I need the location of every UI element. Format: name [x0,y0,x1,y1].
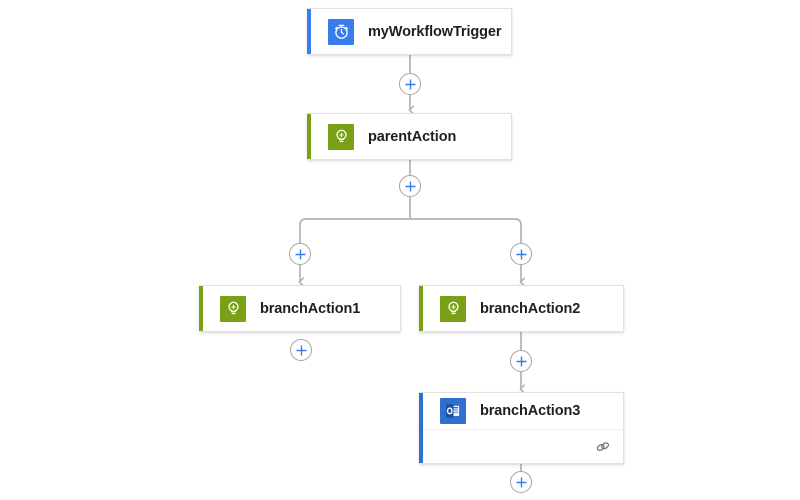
workflow-node-branchAction1[interactable]: branchAction1 [199,285,401,332]
workflow-node-parentAction[interactable]: parentAction [307,113,512,160]
node-header-row: branchAction2 [419,286,623,331]
timer-clock-icon [328,18,354,45]
node-title: branchAction1 [260,300,361,317]
control-lightbulb-icon [440,295,466,322]
node-header-row: branchAction1 [199,286,400,331]
add-step-button-after-branch-action2[interactable] [510,350,532,372]
node-accent-bar [419,393,423,463]
add-step-button-after-trigger[interactable] [399,73,421,95]
node-header-row: branchAction3 [419,393,623,429]
node-accent-bar [199,286,203,331]
node-title: parentAction [368,128,457,145]
node-header-row: parentAction [307,114,511,159]
add-step-button-after-branch-action1[interactable] [290,339,312,361]
control-lightbulb-icon [328,123,354,150]
node-accent-bar [307,114,311,159]
node-header-row: myWorkflowTrigger [307,9,511,54]
chain-link-glyph [596,441,610,451]
workflow-node-trigger[interactable]: myWorkflowTrigger [307,8,512,55]
node-title: branchAction3 [480,403,581,419]
edge-split-left [299,218,410,243]
add-step-button-branch-right[interactable] [510,243,532,265]
connection-link-icon[interactable] [596,440,610,454]
add-step-button-after-parent-action[interactable] [399,175,421,197]
outlook-office-icon [440,398,466,424]
add-step-button-after-branch-action3[interactable] [510,471,532,493]
add-step-button-branch-left[interactable] [289,243,311,265]
control-lightbulb-icon [220,295,246,322]
node-title: branchAction2 [480,300,581,317]
node-accent-bar [419,286,423,331]
edge-split-right [410,218,522,243]
node-accent-bar [307,9,311,54]
workflow-node-branchAction3[interactable]: branchAction3 [419,392,624,464]
workflow-node-branchAction2[interactable]: branchAction2 [419,285,624,332]
node-title: myWorkflowTrigger [368,23,502,40]
node-footer [419,429,623,463]
